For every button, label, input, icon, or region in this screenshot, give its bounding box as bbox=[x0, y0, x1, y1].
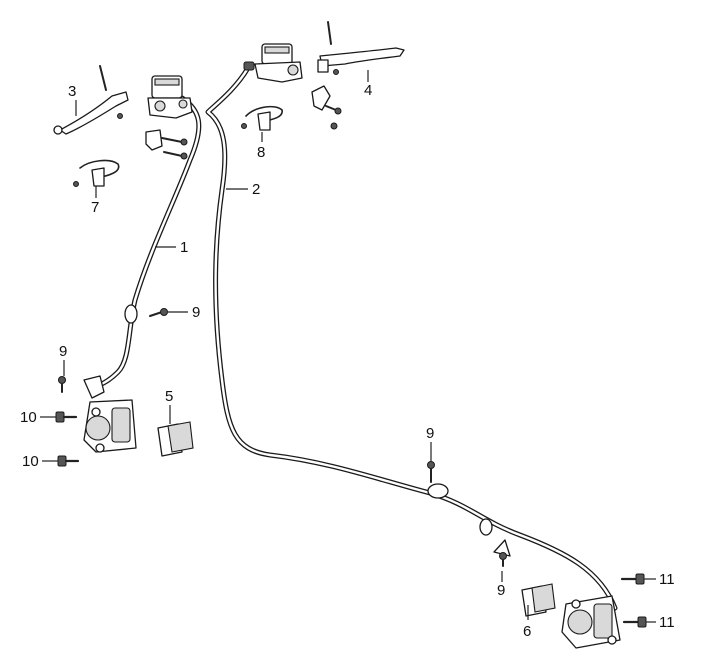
master-cylinder-clamp bbox=[145, 129, 188, 160]
bolt-10-upper bbox=[55, 411, 78, 423]
callout-10-lower: 10 bbox=[22, 453, 39, 470]
brake-pads-5 bbox=[157, 421, 194, 457]
brake-hose-2 bbox=[205, 65, 618, 611]
rear-caliper-right bbox=[561, 595, 621, 649]
left-master-cylinder bbox=[147, 75, 193, 119]
callout-11-lower: 11 bbox=[659, 614, 675, 631]
callout-2: 2 bbox=[252, 181, 260, 198]
bolt-9-lower bbox=[499, 552, 507, 567]
callout-11-upper: 11 bbox=[659, 571, 675, 588]
bolt-11-lower bbox=[622, 616, 647, 628]
brake-lever-right bbox=[317, 21, 405, 75]
leader-lines bbox=[40, 70, 656, 623]
callout-9-lower: 9 bbox=[497, 582, 505, 599]
callout-6: 6 bbox=[523, 623, 531, 640]
callout-labels: 1 2 3 4 5 6 7 8 9 9 9 9 10 10 11 11 bbox=[20, 82, 675, 640]
callout-4: 4 bbox=[364, 82, 372, 99]
callout-10-upper: 10 bbox=[20, 409, 37, 426]
callout-7: 7 bbox=[91, 199, 99, 216]
callout-9-middle: 9 bbox=[426, 425, 434, 442]
callout-9-left: 9 bbox=[59, 343, 67, 360]
brake-switch-harness-8 bbox=[241, 105, 283, 131]
callout-8: 8 bbox=[257, 144, 265, 161]
bolt-9-middle bbox=[427, 461, 435, 483]
front-caliper-left bbox=[83, 375, 137, 453]
callout-5: 5 bbox=[165, 388, 173, 405]
bolt-9-upper bbox=[149, 308, 168, 317]
bolt-11-upper bbox=[620, 573, 645, 585]
brake-switch-harness-7 bbox=[73, 159, 120, 187]
callout-1: 1 bbox=[180, 239, 188, 256]
bolt-9-left bbox=[58, 376, 66, 393]
callout-9-upper: 9 bbox=[192, 304, 200, 321]
brake-hose-1 bbox=[89, 95, 202, 391]
bolt-10-lower bbox=[57, 455, 80, 467]
brake-lever-left bbox=[53, 65, 129, 135]
switch-bracket-right bbox=[311, 85, 342, 130]
callout-3: 3 bbox=[68, 83, 76, 100]
brake-pads-6 bbox=[521, 583, 556, 617]
right-master-cylinder bbox=[243, 43, 303, 83]
